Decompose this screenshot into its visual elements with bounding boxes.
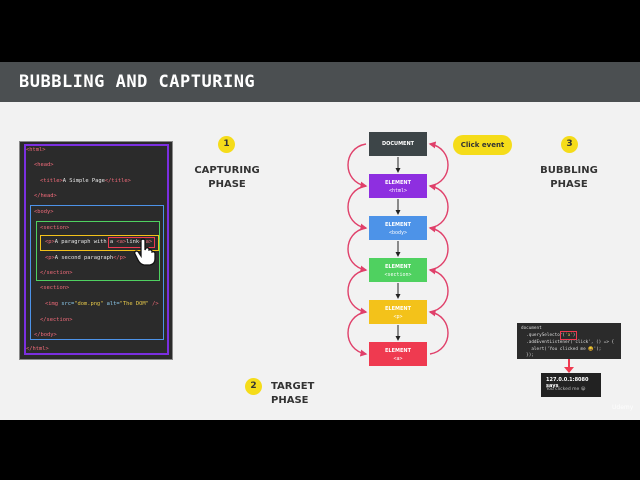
- code-line: </section>: [40, 270, 73, 276]
- dom-node-section: ELEMENT <section>: [369, 258, 427, 282]
- code-line: <section>: [40, 225, 70, 231]
- bubble-arrow: [428, 183, 449, 229]
- capture-arrow: [347, 143, 368, 189]
- dom-node-label: ELEMENT: [384, 180, 411, 186]
- dom-node-p: ELEMENT <p>: [369, 300, 427, 324]
- code-line: </head>: [34, 193, 57, 199]
- dom-node-tag: <section>: [384, 272, 412, 278]
- code-line: <html>: [26, 147, 46, 153]
- dom-node-label: ELEMENT: [384, 348, 411, 354]
- a-highlight-box: [108, 237, 155, 248]
- js-line: });: [521, 353, 534, 358]
- code-line: </section>: [40, 317, 73, 323]
- js-line: document: [521, 326, 542, 331]
- slide-title: BUBBLING AND CAPTURING: [19, 72, 256, 92]
- dom-node-label: ELEMENT: [384, 222, 411, 228]
- bubbling-number-badge: 3: [561, 136, 578, 153]
- code-line: <body>: [34, 209, 54, 215]
- html-highlight-box: [24, 144, 169, 355]
- dom-node-tag: <a>: [393, 356, 403, 362]
- dom-node-label: DOCUMENT: [381, 141, 415, 147]
- capturing-number-badge: 1: [218, 136, 235, 153]
- dom-node-label: ELEMENT: [384, 264, 411, 270]
- capture-arrow: [347, 311, 368, 357]
- dom-node-html: ELEMENT <html>: [369, 174, 427, 198]
- capture-arrow: [347, 227, 368, 273]
- js-code-snippet: document .querySelector('a') .addEventLi…: [517, 323, 621, 359]
- target-phase-label: TARGET PHASE: [271, 381, 315, 406]
- dom-node-document: DOCUMENT: [369, 132, 427, 156]
- propagation-arrows: [347, 141, 449, 357]
- watermark: Udemy: [612, 404, 634, 411]
- code-line: <p>A second paragraph</p>: [45, 255, 127, 261]
- hand-cursor-icon: [134, 238, 156, 266]
- dom-node-label: ELEMENT: [384, 306, 411, 312]
- code-line: <section>: [40, 285, 70, 291]
- code-line: <title>A Simple Page</title>: [40, 178, 131, 184]
- code-line: <head>: [34, 162, 54, 168]
- bubble-arrow: [428, 141, 449, 187]
- down-arrow-icon: [564, 359, 574, 373]
- html-code-panel: <html> <head> <title>A Simple Page</titl…: [19, 141, 173, 360]
- p-highlight-box: [40, 235, 159, 251]
- js-line: alert('You clicked me 😀');: [521, 347, 602, 352]
- bubble-arrow: [428, 309, 449, 355]
- code-line: </html>: [26, 346, 49, 352]
- dom-node-tag: <body>: [388, 230, 408, 236]
- alert-title: 127.0.0.1:8080 says: [546, 377, 589, 389]
- body-highlight-box: [30, 205, 164, 340]
- capture-arrow: [347, 185, 368, 231]
- capture-arrow: [347, 269, 368, 315]
- selector-highlight-box: [560, 331, 577, 340]
- js-line: .querySelector('a'): [521, 333, 576, 338]
- js-line: .addEventListener('click', () => {: [521, 340, 615, 345]
- dom-node-body: ELEMENT <body>: [369, 216, 427, 240]
- bubble-arrow: [428, 267, 449, 313]
- title-bar: BUBBLING AND CAPTURING: [0, 62, 640, 102]
- section-highlight-box: [36, 221, 160, 281]
- dom-node-tag: <html>: [388, 188, 408, 194]
- code-line: <img src="dom.png" alt="The DOM" />: [45, 301, 159, 307]
- alert-dialog: 127.0.0.1:8080 says You clicked me 😀: [541, 373, 601, 397]
- alert-message: You clicked me 😀: [546, 387, 586, 392]
- slide: BUBBLING AND CAPTURING <html> <head> <ti…: [0, 62, 640, 420]
- bubble-arrow: [428, 225, 449, 271]
- code-line: </body>: [34, 332, 57, 338]
- dom-node-tag: <p>: [393, 314, 403, 320]
- click-event-badge: Click event: [453, 135, 512, 155]
- target-number-badge: 2: [245, 378, 262, 395]
- dom-node-a: ELEMENT <a>: [369, 342, 427, 366]
